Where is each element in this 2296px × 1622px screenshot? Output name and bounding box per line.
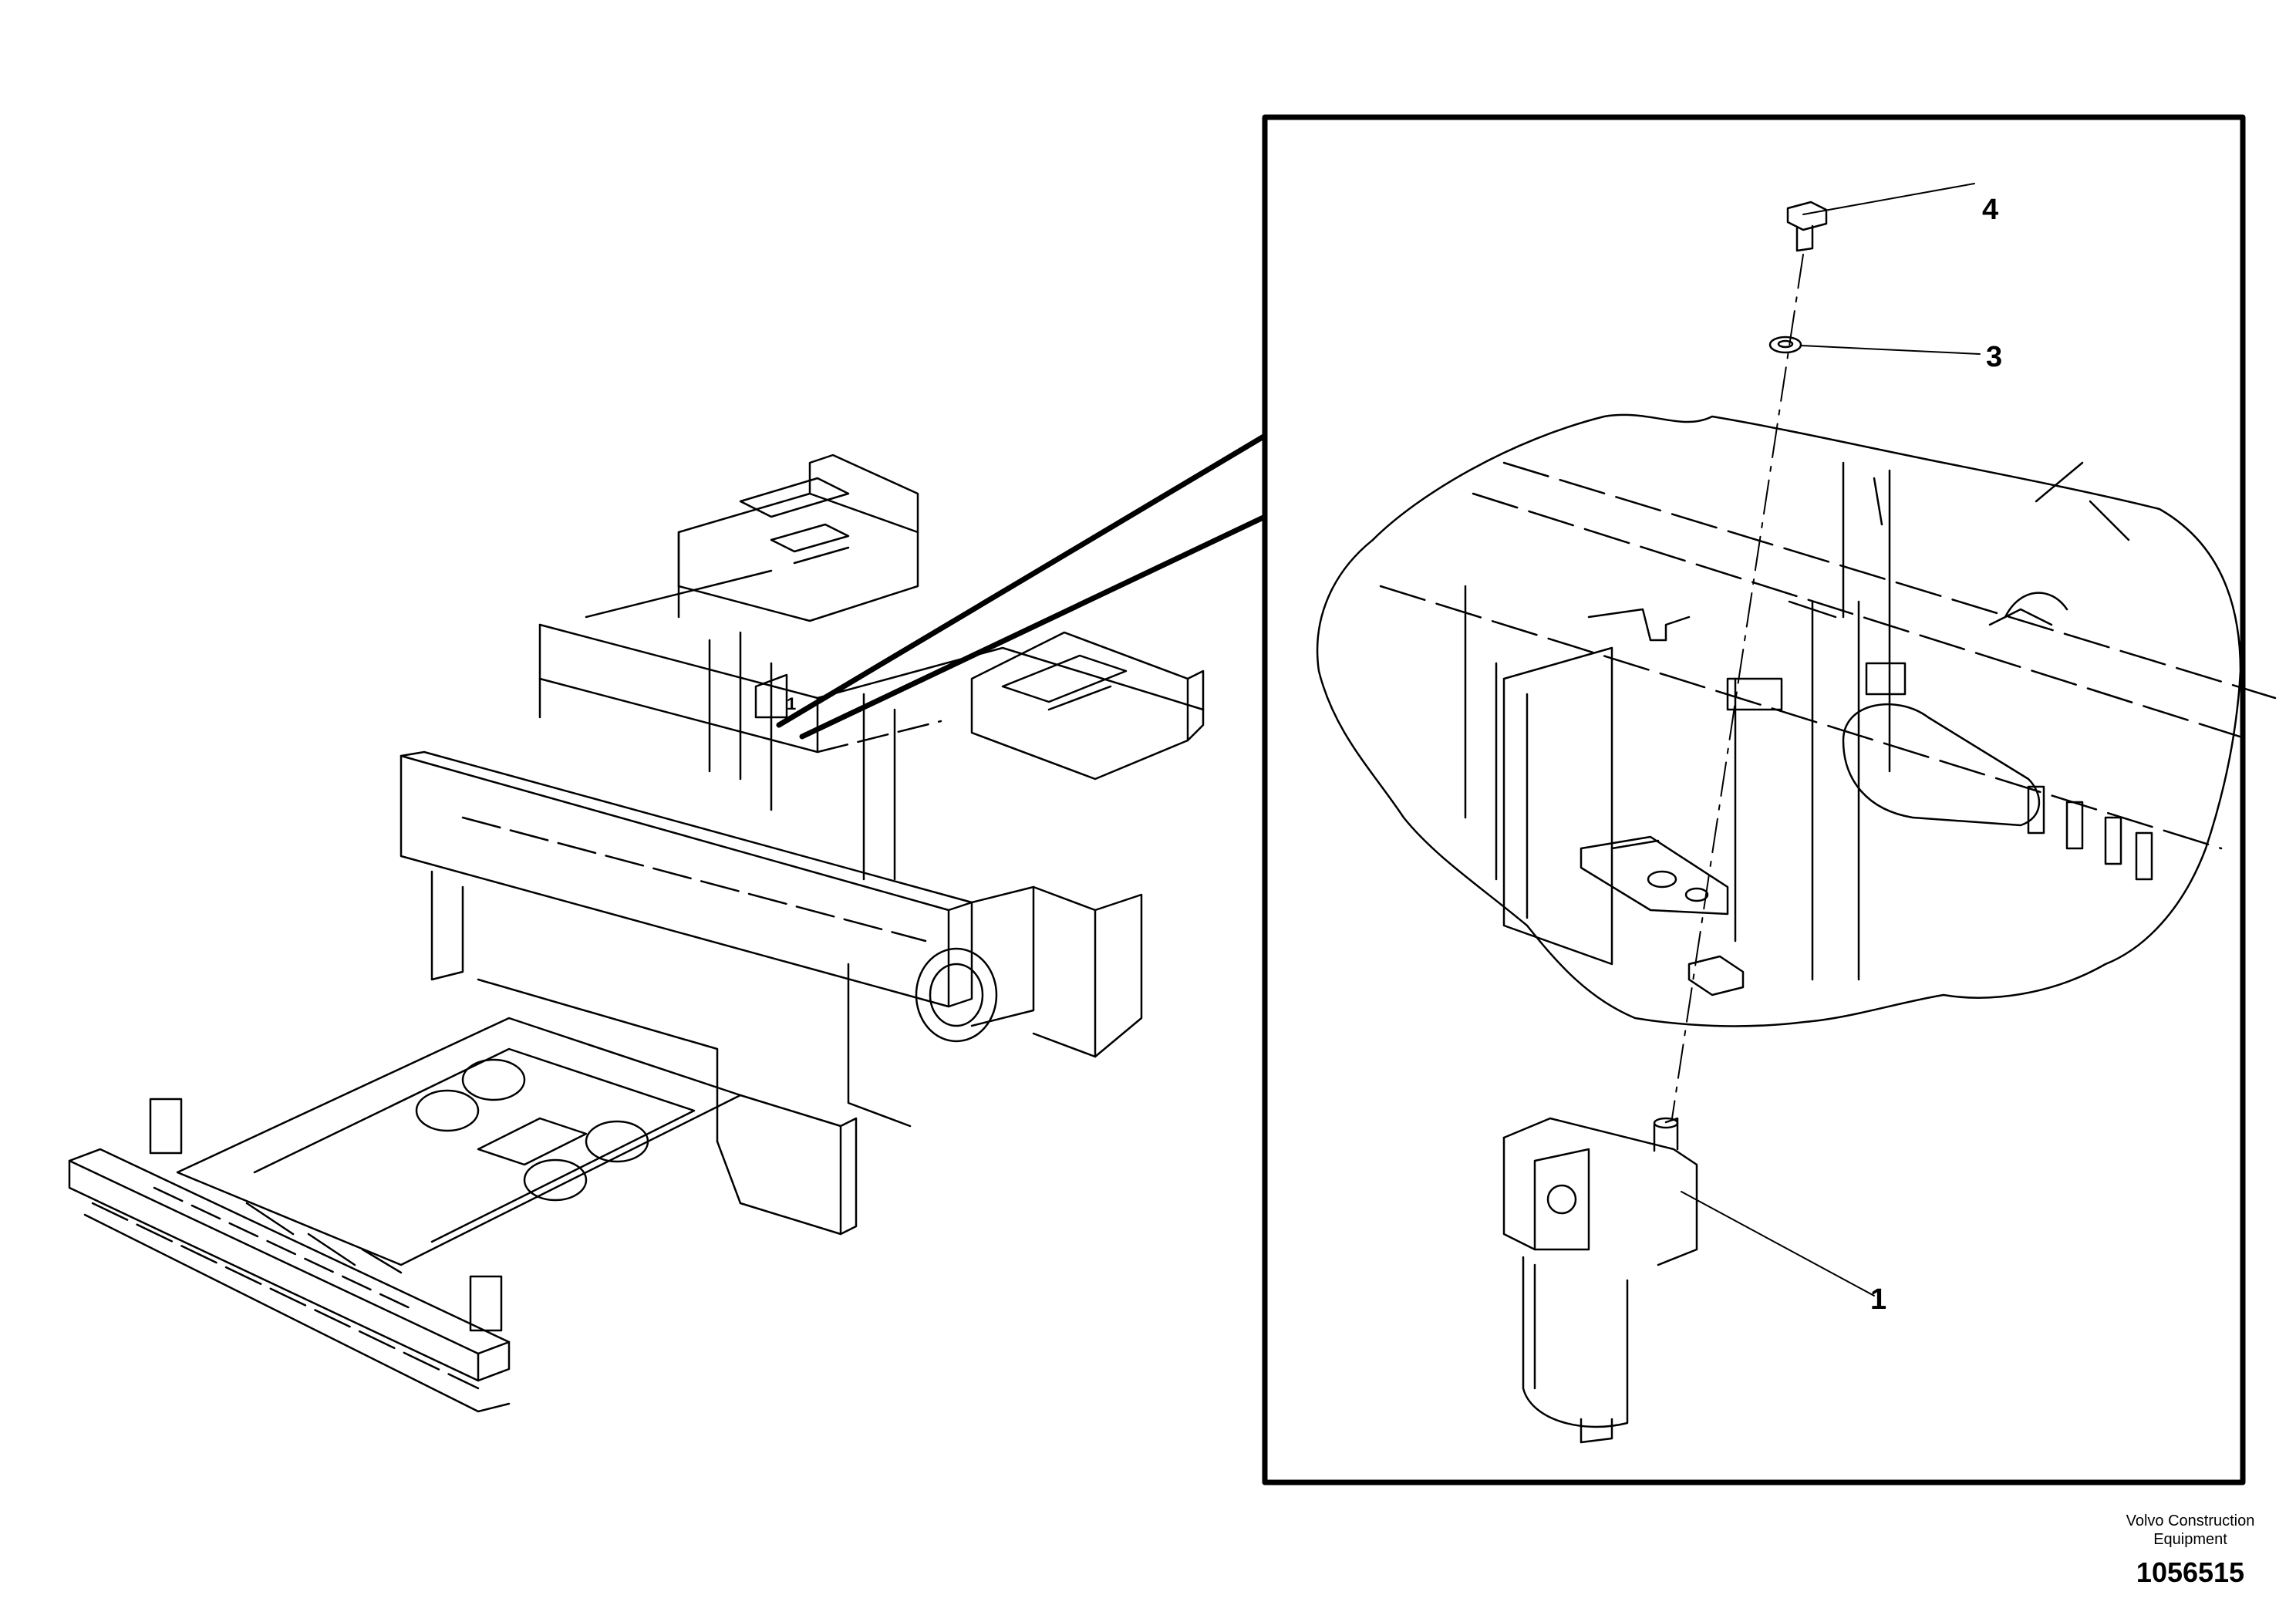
publisher-credit: Volvo Construction Equipment 1056515 — [2090, 1512, 2291, 1589]
part-1-filter — [1502, 1117, 1875, 1444]
detail-zoom-frame — [1262, 114, 2246, 1485]
callout-4: 4 — [1982, 194, 1998, 226]
detail-frame-section — [1316, 413, 2277, 1027]
zoom-leader-lines — [776, 433, 1268, 740]
drawing-number: 1056515 — [2136, 1556, 2245, 1588]
part-3-washer — [1768, 336, 1981, 355]
main-view-callout-1: 1 — [787, 694, 796, 713]
assembly-axis-line — [1671, 254, 1804, 1119]
machine-frame-overview — [68, 454, 1205, 1413]
callout-3: 3 — [1986, 341, 2002, 373]
callout-1: 1 — [1870, 1283, 1886, 1316]
part-4-bolt — [1786, 183, 1975, 252]
company-name-line-1: Volvo Construction — [2126, 1512, 2255, 1529]
company-name-line-2: Equipment — [2153, 1531, 2227, 1548]
